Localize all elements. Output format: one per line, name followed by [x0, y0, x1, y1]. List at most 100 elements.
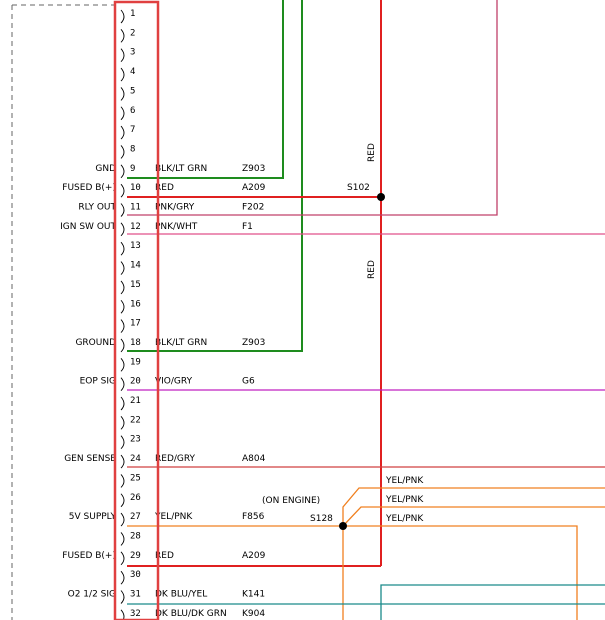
branch-label-2: YEL/PNK	[385, 495, 424, 505]
pin-arc	[120, 241, 125, 256]
wire-f202-pin11	[127, 0, 498, 216]
pin-number: 28	[130, 531, 141, 541]
pin-arc	[120, 396, 125, 411]
wire-color-label: PNK/WHT	[155, 222, 198, 232]
splice-s102-dot	[377, 193, 385, 201]
wire-z903-pin9	[127, 0, 284, 179]
pin-number: 11	[130, 203, 141, 213]
signal-label: FUSED B(+)	[62, 183, 116, 193]
circuit-label: Z903	[242, 338, 265, 348]
circuit-label: F202	[242, 203, 264, 213]
signal-label: FUSED B(+)	[62, 551, 116, 561]
pin-number: 22	[130, 415, 141, 425]
pin-arc	[120, 474, 125, 488]
circuit-label: A209	[242, 551, 266, 561]
circuit-label: F1	[242, 222, 253, 232]
circuit-label: F856	[242, 512, 265, 522]
wire-color-label: DK BLU/DK GRN	[155, 609, 227, 619]
wire-color-label: RED	[155, 183, 174, 193]
pin-arc	[120, 106, 125, 121]
wire-color-label: DK BLU/YEL	[155, 590, 207, 600]
pin-arc	[120, 67, 125, 82]
circuit-label: A209	[242, 183, 266, 193]
pin-number: 2	[130, 28, 135, 38]
wire-color-label: PNK/GRY	[155, 203, 195, 213]
pin-number: 19	[130, 357, 141, 367]
wire-color-label: BLK/LT GRN	[155, 338, 207, 348]
pin-number: 27	[130, 512, 141, 522]
pin-number: 16	[130, 299, 141, 309]
pin-arc	[120, 590, 125, 604]
pin-arc	[120, 261, 125, 275]
pin-arc	[120, 299, 125, 314]
pin-number: 32	[130, 609, 141, 619]
signal-label: IGN SW OUT	[60, 222, 116, 232]
signal-label: GND	[95, 164, 116, 174]
pin-arc	[120, 532, 125, 546]
pin-number: 25	[130, 473, 141, 483]
pin-arc	[120, 145, 125, 159]
signal-label: GROUND	[75, 338, 116, 348]
pin-number: 21	[130, 396, 141, 406]
wire-teal-upper	[380, 584, 605, 620]
circuit-label: K904	[242, 609, 265, 619]
pin-arc	[120, 338, 125, 353]
pin-number: 31	[130, 590, 141, 600]
splice-s102-label: S102	[347, 183, 370, 193]
connector-pins: 1234567891011121314151617181920212223242…	[120, 9, 141, 620]
pin-arc	[120, 48, 125, 63]
circuit-label: Z903	[242, 164, 265, 174]
pin-arc	[120, 280, 125, 295]
pin-arc	[120, 29, 125, 43]
wire-z903-pin18	[127, 0, 303, 352]
signal-label: O2 1/2 SIG	[68, 590, 116, 600]
splice-on-engine-label: (ON ENGINE)	[262, 496, 320, 506]
wire-color-label: RED/GRY	[155, 454, 196, 464]
pin-arc	[120, 164, 125, 179]
pin-arc	[120, 570, 125, 585]
wire-color-label: RED	[155, 551, 174, 561]
pin-number: 3	[130, 48, 135, 58]
pin-arc	[120, 9, 125, 24]
pin-number: 26	[130, 493, 141, 503]
pin-number: 1	[130, 9, 135, 19]
pin-number: 10	[130, 183, 141, 193]
pin-number: 6	[130, 106, 135, 116]
pin-arc	[120, 551, 125, 566]
connector-highlight-box	[113, 0, 160, 620]
pin-number: 24	[130, 454, 141, 464]
pin-number: 12	[130, 222, 141, 232]
red-label-upper: RED	[367, 143, 377, 162]
pin-arc	[120, 493, 125, 508]
signal-label: EOP SIG	[80, 377, 116, 387]
pin-number: 4	[130, 67, 135, 77]
pin-arc	[120, 203, 125, 217]
pin-number: 14	[130, 261, 141, 271]
pin-number: 5	[130, 86, 135, 96]
branch-label-1: YEL/PNK	[385, 476, 424, 486]
pin-arc	[120, 609, 125, 620]
circuit-label: A804	[242, 454, 266, 464]
pin-number: 20	[130, 377, 141, 387]
signal-label: 5V SUPPLY	[69, 512, 117, 522]
signal-label: GEN SENSE	[64, 454, 116, 464]
pin-arc	[120, 435, 125, 450]
red-label-lower: RED	[367, 260, 377, 279]
splice-s128-label: S128	[310, 514, 333, 524]
pin-arc	[120, 222, 125, 237]
pin-number: 29	[130, 551, 141, 561]
pin-arc	[120, 377, 125, 391]
pin-number: 7	[130, 125, 135, 135]
pin-number: 30	[130, 570, 141, 580]
pin-number: 18	[130, 338, 141, 348]
pin-number: 15	[130, 280, 141, 290]
pin-arc	[120, 512, 125, 527]
pin-number: 13	[130, 241, 141, 251]
pin-number: 9	[130, 164, 135, 174]
pin-arc	[120, 454, 125, 469]
pin-number: 23	[130, 435, 141, 445]
pin-number: 8	[130, 144, 135, 154]
circuit-label: G6	[242, 377, 255, 387]
